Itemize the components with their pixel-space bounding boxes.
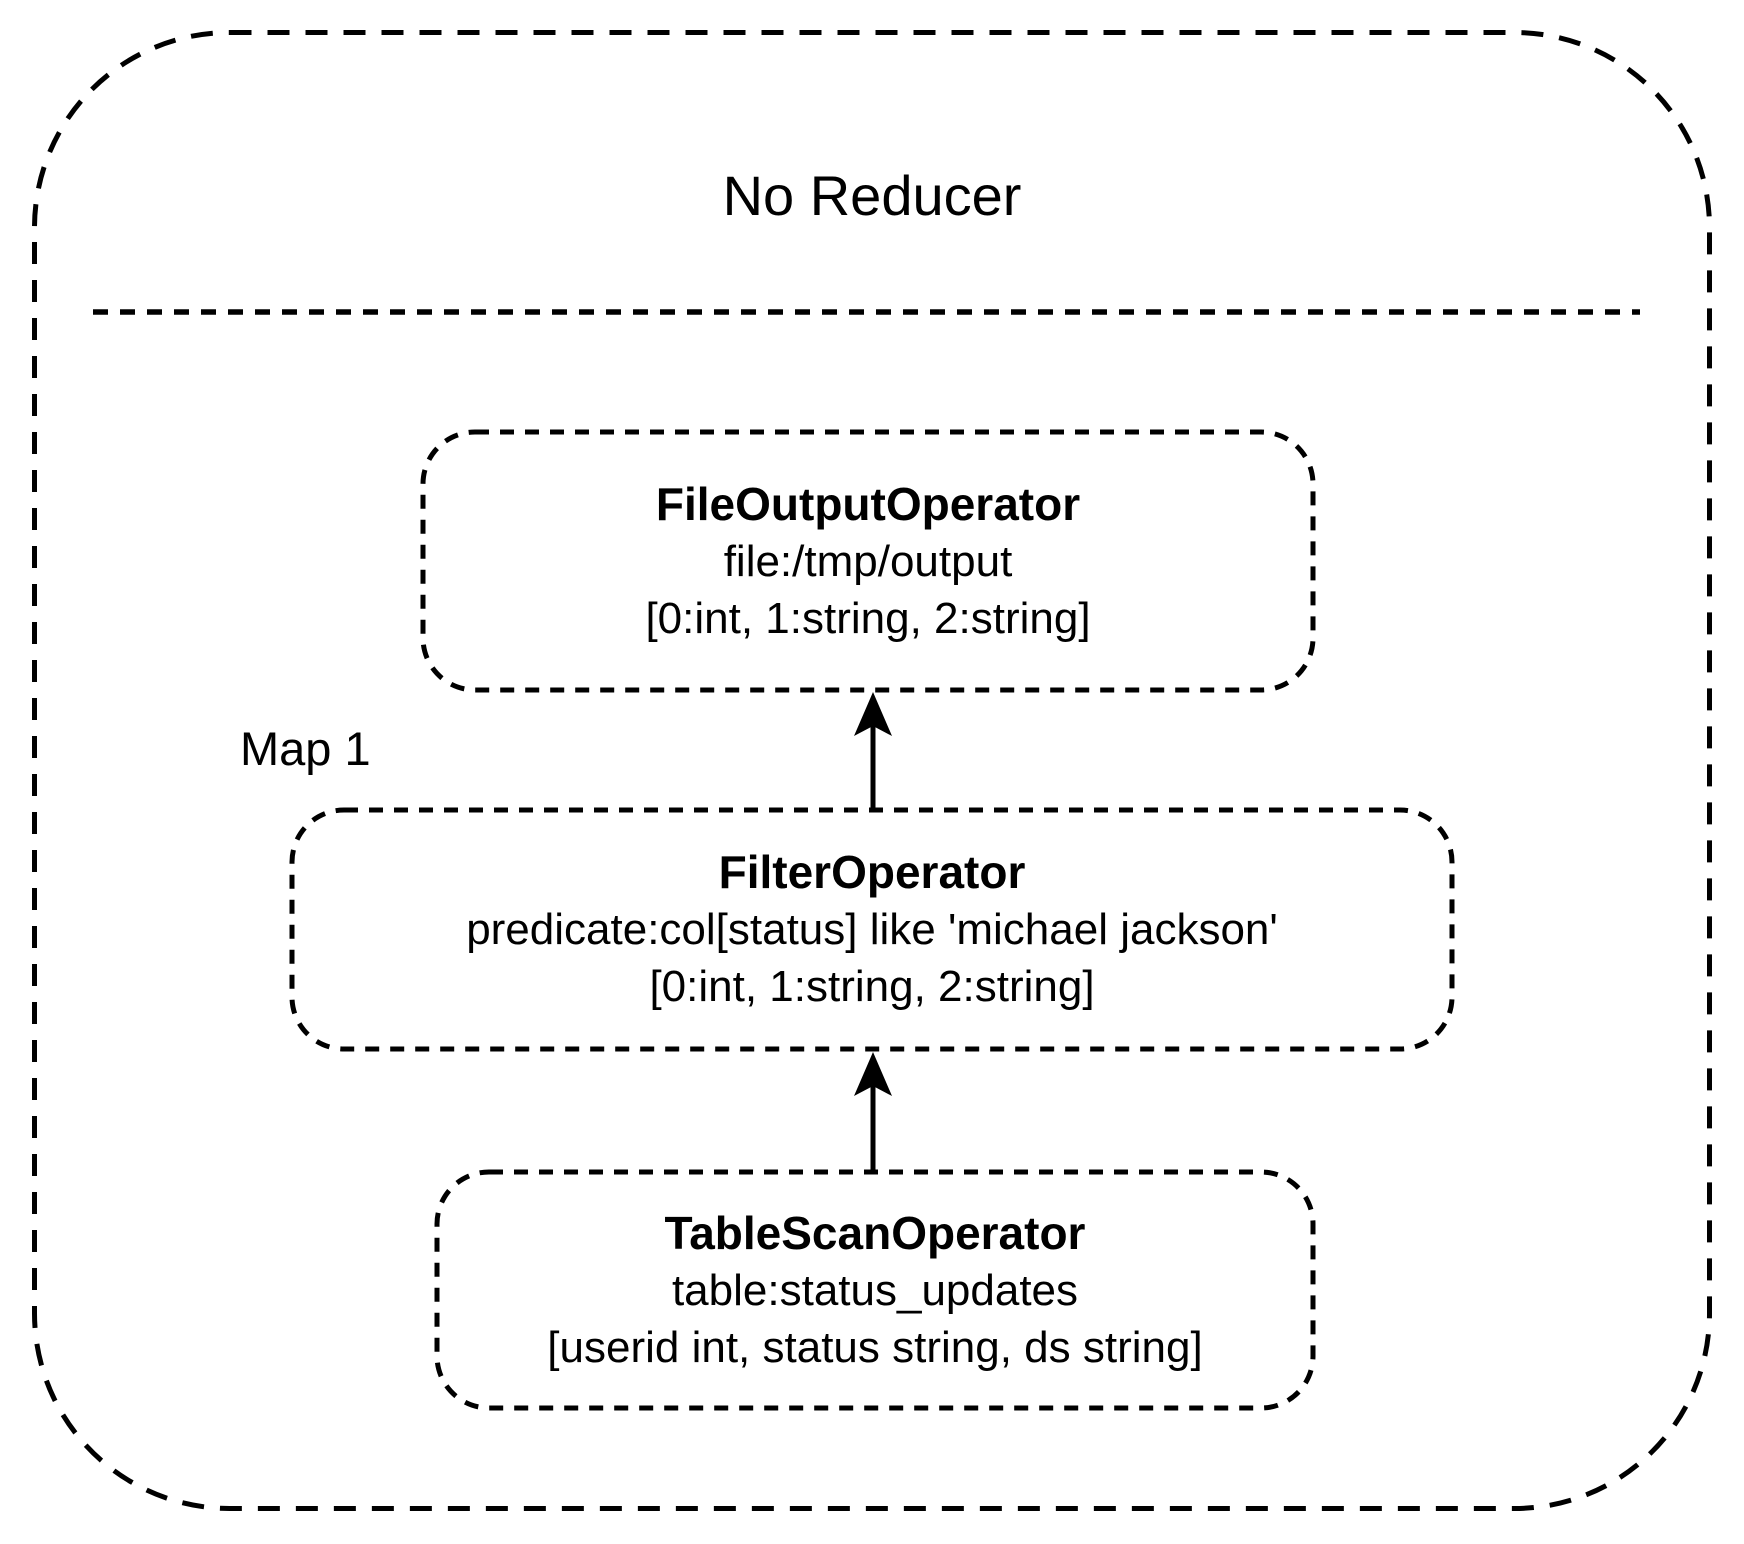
arrow-up-icon <box>854 1052 892 1096</box>
arrow-filter-to-fileoutput <box>854 692 892 810</box>
operator-schema: [0:int, 1:string, 2:string] <box>645 593 1091 643</box>
operator-detail: predicate:col[status] like 'michael jack… <box>466 905 1278 954</box>
reducer-stage-title: No Reducer <box>722 164 1022 227</box>
file-output-operator-node: FileOutputOperator file:/tmp/output [0:i… <box>423 432 1313 690</box>
operator-detail: file:/tmp/output <box>723 536 1013 586</box>
arrow-up-icon <box>854 692 892 736</box>
map-stage-label: Map 1 <box>240 722 371 775</box>
filter-operator-node: FilterOperator predicate:col[status] lik… <box>292 810 1452 1049</box>
operator-schema: [userid int, status string, ds string] <box>547 1322 1203 1372</box>
operator-name: FilterOperator <box>718 846 1026 898</box>
operator-schema: [0:int, 1:string, 2:string] <box>649 962 1095 1011</box>
operator-detail: table:status_updates <box>671 1265 1079 1315</box>
stage-border <box>32 30 1712 1511</box>
operator-name: TableScanOperator <box>664 1206 1086 1259</box>
table-scan-operator-border <box>434 1169 1316 1411</box>
table-scan-operator-node: TableScanOperator table:status_updates [… <box>437 1172 1313 1408</box>
operator-name: FileOutputOperator <box>655 477 1081 530</box>
arrow-tablescan-to-filter <box>854 1052 892 1170</box>
